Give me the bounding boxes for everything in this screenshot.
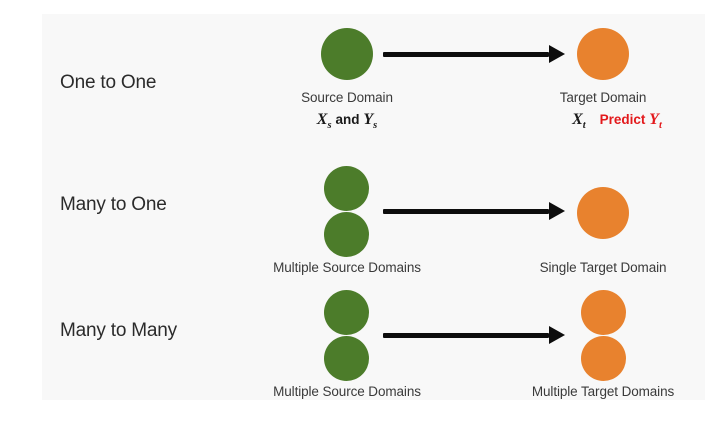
target-caption-row1: Target Domain bbox=[559, 90, 647, 105]
arrow-shaft bbox=[383, 333, 549, 338]
target-node-row3-b bbox=[581, 336, 626, 381]
arrow-head bbox=[549, 45, 565, 63]
row-label-one-to-one: One to One bbox=[60, 72, 157, 93]
source-node-row2-b bbox=[324, 212, 369, 257]
diagram-row-one-to-one: One to One Source Domain Xs and Ys Targe… bbox=[42, 14, 705, 150]
source-caption-row2: Multiple Source Domains bbox=[273, 260, 421, 275]
target-math-row1: Xt Predict Yt bbox=[572, 111, 662, 131]
target-node-row3-a bbox=[581, 290, 626, 335]
source-and-word: and bbox=[335, 112, 360, 127]
target-caption-row3: Multiple Target Domains bbox=[531, 384, 675, 399]
transfer-arrow-row1 bbox=[383, 43, 565, 65]
diagram-canvas: One to One Source Domain Xs and Ys Targe… bbox=[42, 14, 705, 400]
source-math-row1: Xs and Ys bbox=[317, 111, 377, 131]
target-x-symbol: Xt bbox=[572, 111, 586, 132]
source-node-row2-a bbox=[324, 166, 369, 211]
arrow-head bbox=[549, 202, 565, 220]
predict-y-symbol: Yt bbox=[649, 111, 662, 132]
arrow-head bbox=[549, 326, 565, 344]
transfer-arrow-row3 bbox=[383, 324, 565, 346]
diagram-row-many-to-many: Many to Many Multiple Source Domains Mul… bbox=[42, 278, 705, 400]
predict-annotation: Predict Yt bbox=[599, 111, 662, 132]
target-caption-row2: Single Target Domain bbox=[539, 260, 667, 275]
source-node-row3-a bbox=[324, 290, 369, 335]
source-caption-row3: Multiple Source Domains bbox=[273, 384, 421, 399]
arrow-shaft bbox=[383, 209, 549, 214]
source-node-row1 bbox=[321, 28, 373, 80]
row-label-many-to-one: Many to One bbox=[60, 194, 167, 215]
diagram-row-many-to-one: Many to One Multiple Source Domains Sing… bbox=[42, 150, 705, 278]
source-x-symbol: Xs bbox=[316, 111, 332, 132]
source-node-row3-b bbox=[324, 336, 369, 381]
arrow-shaft bbox=[383, 52, 549, 57]
transfer-arrow-row2 bbox=[383, 200, 565, 222]
source-y-symbol: Ys bbox=[363, 111, 378, 132]
row-label-many-to-many: Many to Many bbox=[60, 320, 177, 341]
source-caption-row1: Source Domain bbox=[301, 90, 393, 105]
target-node-row1 bbox=[577, 28, 629, 80]
target-node-row2 bbox=[577, 187, 629, 239]
